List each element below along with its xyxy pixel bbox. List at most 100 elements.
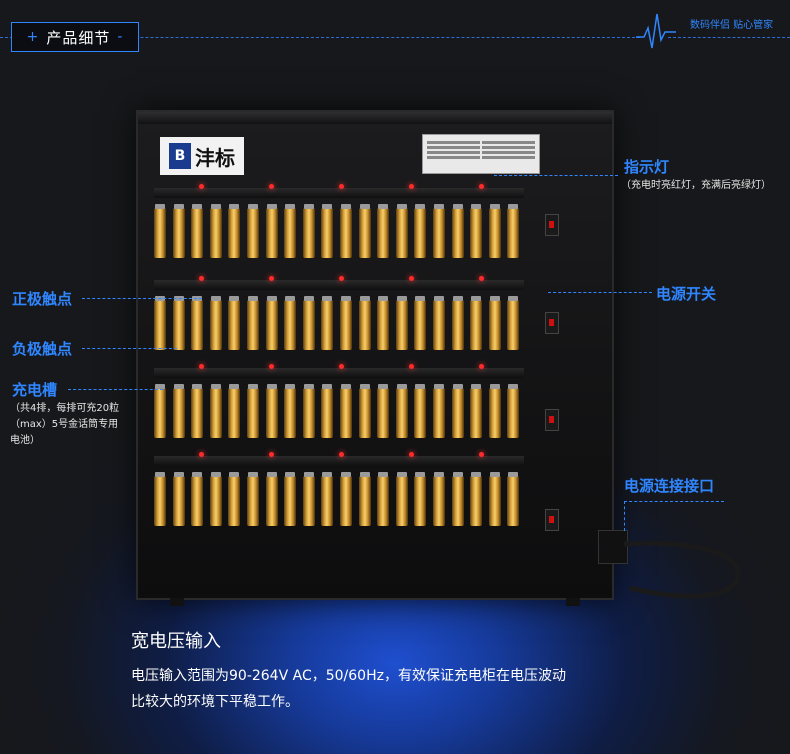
indicator-led — [339, 452, 344, 457]
indicator-led — [269, 184, 274, 189]
battery-slot — [228, 384, 241, 438]
cabinet-foot — [170, 598, 184, 606]
battery-slot — [451, 384, 464, 438]
callout-slot-note: （共4排，每排可充20粒 （max）5号金话筒专用 电池） — [10, 401, 170, 449]
power-switch[interactable] — [545, 214, 559, 236]
callout-port-title: 电源连接接口 — [624, 477, 715, 495]
port-leader — [624, 501, 724, 502]
battery-slot — [154, 296, 166, 350]
slot-note-line: （共4排，每排可充20粒 — [10, 403, 120, 414]
indicator-led — [479, 364, 484, 369]
battery-slot — [395, 204, 408, 258]
battery-slot — [358, 384, 371, 438]
power-port[interactable] — [598, 530, 628, 564]
battery-slot — [284, 472, 297, 526]
battery-slot — [451, 296, 464, 350]
callout-switch-title: 电源开关 — [656, 285, 717, 303]
slot-leader — [68, 389, 163, 390]
indicator-led — [269, 276, 274, 281]
slot-note-line: （max）5号金话筒专用 — [10, 419, 119, 430]
battery-slot — [340, 384, 352, 438]
battery-slot — [488, 204, 501, 258]
logo-mark: B — [169, 143, 191, 169]
cabinet-top — [138, 112, 612, 124]
battery-slot — [507, 384, 520, 438]
battery-slot — [340, 204, 352, 258]
battery-slot — [488, 384, 501, 438]
battery-slot — [228, 472, 241, 526]
power-switch[interactable] — [545, 312, 559, 334]
battery-slot — [340, 472, 352, 526]
cabinet-foot — [566, 598, 580, 606]
battery-slot — [507, 472, 520, 526]
indicator-led — [199, 364, 204, 369]
indicator-led — [479, 184, 484, 189]
indicator-led — [479, 276, 484, 281]
battery-slot — [302, 296, 315, 350]
battery-slot — [470, 204, 483, 258]
charging-row-2 — [154, 276, 534, 356]
indicator-led — [409, 452, 414, 457]
plus-icon: + — [26, 29, 40, 45]
battery-slot — [284, 204, 297, 258]
battery-slot — [209, 384, 222, 438]
battery-slot — [154, 384, 166, 438]
battery-slot — [451, 204, 464, 258]
indicator-led — [479, 452, 484, 457]
battery-slot — [302, 384, 315, 438]
row-cover-bar — [154, 280, 524, 290]
battery-slot — [470, 472, 483, 526]
row-cover-bar — [154, 188, 524, 198]
callout-negative-title: 负极触点 — [12, 340, 73, 358]
header-divider-right — [668, 37, 790, 38]
battery-slot — [247, 296, 259, 350]
charging-row-1 — [154, 184, 534, 264]
section-label: 产品细节 — [46, 28, 111, 47]
battery-slot — [284, 384, 297, 438]
battery-slot — [284, 296, 297, 350]
battery-slot — [358, 296, 371, 350]
feature-description-line: 电压输入范围为90-264V AC，50/60Hz，有效保证充电柜在电压波动 — [131, 668, 566, 684]
indicator-led — [269, 364, 274, 369]
indicator-led — [269, 452, 274, 457]
indicator-led — [339, 184, 344, 189]
battery-slot — [191, 296, 204, 350]
slot-note-line: 电池） — [10, 435, 40, 446]
battery-slot — [321, 472, 334, 526]
battery-slot — [321, 204, 334, 258]
battery-slot — [172, 296, 185, 350]
callout-slot-title: 充电槽 — [12, 381, 58, 399]
minus-icon: - — [117, 29, 124, 45]
battery-slot — [247, 204, 259, 258]
battery-slot — [154, 204, 166, 258]
indicator-led — [199, 452, 204, 457]
power-switch[interactable] — [545, 509, 559, 531]
battery-slot — [451, 472, 464, 526]
switch-leader — [548, 292, 652, 293]
battery-slot — [302, 204, 315, 258]
callout-indicator-title: 指示灯 — [624, 158, 670, 176]
battery-slot — [507, 204, 520, 258]
battery-slot — [265, 296, 278, 350]
logo-name: 沣标 — [195, 145, 235, 170]
battery-slot — [433, 296, 445, 350]
battery-slot — [414, 384, 427, 438]
brand-slogan: 数码伴侣 贴心管家 — [690, 20, 774, 31]
battery-slot — [191, 204, 204, 258]
battery-slot — [414, 296, 427, 350]
battery-slot — [191, 472, 204, 526]
battery-slot — [433, 384, 445, 438]
battery-slot — [321, 296, 334, 350]
battery-slot — [470, 384, 483, 438]
battery-slot — [377, 204, 390, 258]
battery-slot — [488, 472, 501, 526]
negative-leader — [82, 348, 177, 349]
battery-slot — [265, 472, 278, 526]
power-switch[interactable] — [545, 409, 559, 431]
battery-slot — [209, 296, 222, 350]
callout-indicator-note: （充电时亮红灯，充满后亮绿灯） — [621, 180, 771, 191]
battery-slot — [265, 384, 278, 438]
brand-logo: B 沣标 — [160, 137, 244, 175]
charging-row-4 — [154, 452, 534, 532]
battery-slot — [377, 296, 390, 350]
